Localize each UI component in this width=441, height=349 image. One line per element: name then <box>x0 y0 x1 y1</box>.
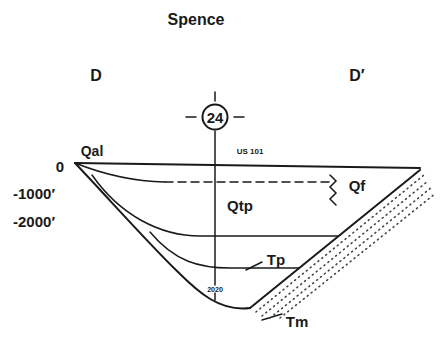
unit-label: Tm <box>286 314 309 329</box>
depth-label: 2020 <box>206 286 224 293</box>
unit-label: Qal <box>81 144 104 158</box>
bedrock-stipple <box>256 175 424 312</box>
unit-label: Qf <box>349 178 366 193</box>
section-circle: 24 <box>201 103 229 131</box>
bedrock-stipple <box>280 193 436 318</box>
qal-dashed <box>165 181 330 183</box>
unit-label: Qtp <box>227 198 253 213</box>
ground-surface <box>75 163 420 168</box>
title: Spence <box>168 12 225 28</box>
bedrock-contact <box>250 170 420 308</box>
depth-label: -1000′ <box>13 186 55 201</box>
section-end: D′ <box>349 68 364 84</box>
tp-base <box>150 232 299 268</box>
leader-line <box>246 262 262 270</box>
well-line <box>214 131 216 300</box>
leader-line <box>262 314 282 320</box>
bedrock-stipple <box>270 187 432 318</box>
unit-label: Tp <box>266 252 286 267</box>
section-end: D <box>90 68 102 84</box>
qf-contact <box>330 175 336 205</box>
depth-label: -2000′ <box>13 214 55 229</box>
section-tick <box>214 92 216 101</box>
qal-base <box>75 163 165 182</box>
road-label: US 101 <box>237 148 264 156</box>
section-number: 24 <box>201 103 229 131</box>
bedrock-stipple <box>262 181 428 316</box>
depth-label: 0 <box>56 159 64 174</box>
